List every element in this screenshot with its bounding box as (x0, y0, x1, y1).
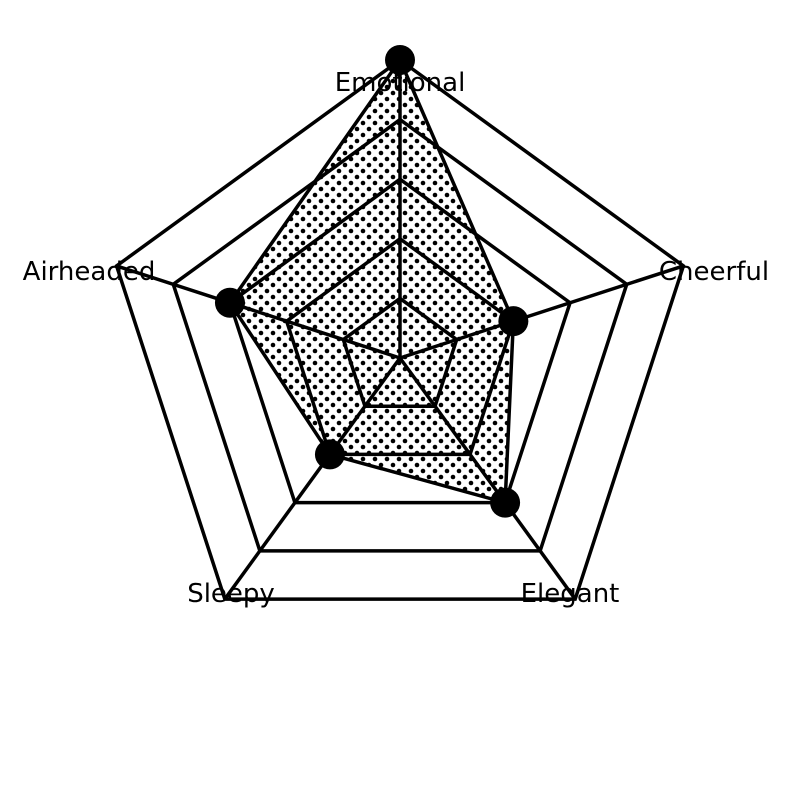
grid-ring-5 (114, 57, 686, 601)
data-point-emotional (385, 45, 415, 75)
data-point-cheerful (498, 306, 529, 337)
grid-ring-4 (171, 117, 629, 553)
axis-labels: Emotional Cheerful Elegant Sleepy Airhea… (23, 68, 769, 609)
data-point-airheaded (214, 287, 245, 318)
axis-label-sleepy: Sleepy (187, 579, 275, 609)
data-point-elegant (490, 487, 521, 518)
series-area-fill (229, 60, 514, 503)
axis-label-cheerful: Cheerful (659, 257, 769, 287)
axis-label-emotional: Emotional (335, 68, 466, 98)
series-outline (227, 56, 516, 505)
axis-label-airheaded: Airheaded (23, 257, 156, 287)
radar-series (214, 45, 529, 518)
data-point-sleepy (314, 439, 345, 470)
axis-label-elegant: Elegant (521, 579, 620, 609)
